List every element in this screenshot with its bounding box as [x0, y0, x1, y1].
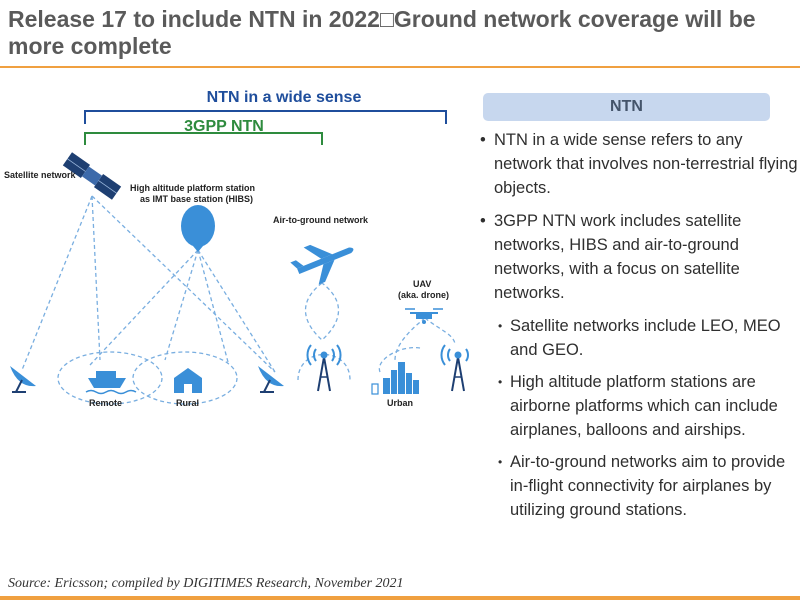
sub-bullet-item: High altitude platform stations are airb… — [476, 370, 798, 442]
uav-label-line1: UAV — [413, 279, 431, 289]
cell-tower-urban-icon — [440, 344, 469, 392]
balloon-icon — [181, 205, 215, 252]
sub-bullet-item: Air-to-ground networks aim to provide in… — [476, 450, 798, 522]
city-icon — [371, 362, 419, 395]
barn-icon — [174, 368, 202, 393]
hibs-label-line1: High altitude platform station — [130, 183, 255, 193]
satellite-dish-right-icon — [258, 366, 284, 393]
bracket-wide-label: NTN in a wide sense — [207, 89, 362, 106]
uav-label-line2: (aka. drone) — [398, 290, 449, 300]
bullet-item: 3GPP NTN work includes satellite network… — [476, 209, 798, 305]
boat-icon — [85, 371, 137, 395]
satellite-dish-left-icon — [10, 366, 36, 393]
ntn-diagram: .dash { fill:none; stroke:#79aee0; strok… — [4, 89, 469, 408]
cell-tower-icon — [306, 344, 342, 392]
bracket-3gpp: 3GPP NTN — [84, 118, 323, 145]
source-note: Source: Ericsson; compiled by DIGITIMES … — [8, 576, 404, 591]
footer-divider — [0, 596, 800, 600]
ntn-bullet-list: NTN in a wide sense refers to any networ… — [476, 128, 798, 530]
satellite-icon — [62, 152, 122, 200]
bracket-wide: NTN in a wide sense — [84, 89, 447, 124]
a2g-label: Air-to-ground network — [273, 215, 369, 225]
bullet-item: NTN in a wide sense refers to any networ… — [476, 128, 798, 200]
rural-label: Rural — [176, 398, 199, 408]
hibs-label-line2: as IMT base station (HIBS) — [140, 194, 253, 204]
sub-bullet-item: Satellite networks include LEO, MEO and … — [476, 314, 798, 362]
airplane-icon — [290, 244, 354, 285]
title-divider — [0, 66, 800, 68]
ntn-panel-heading: NTN — [483, 93, 770, 121]
page-title: Release 17 to include NTN in 2022□Ground… — [8, 6, 756, 59]
coverage-lines — [21, 195, 456, 405]
drone-icon — [405, 308, 443, 324]
satellite-label: Satellite network — [4, 170, 77, 180]
urban-label: Urban — [387, 398, 413, 408]
remote-label: Remote — [89, 398, 122, 408]
bracket-3gpp-label: 3GPP NTN — [184, 118, 264, 135]
